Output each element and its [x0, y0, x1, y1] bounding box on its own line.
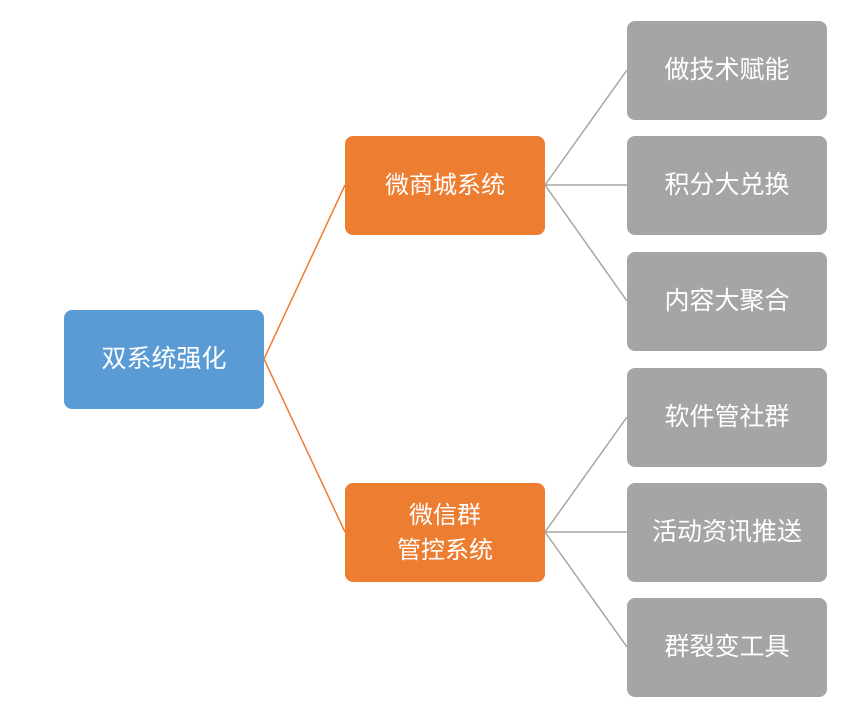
branch-node-label-line-2: 管控系统	[397, 535, 493, 564]
connector-branch-1-leaf-1	[544, 69, 628, 186]
leaf-node-label: 内容大聚合	[664, 286, 790, 316]
leaf-node: 做技术赋能	[627, 21, 827, 120]
leaf-node-label: 做技术赋能	[664, 55, 790, 85]
connector-root-branch-1	[263, 184, 346, 360]
leaf-node-label: 软件管社群	[664, 402, 790, 432]
branch-node-label: 微信群 管控系统	[397, 498, 493, 568]
leaf-node-label: 积分大兑换	[664, 170, 790, 200]
root-node: 双系统强化	[64, 310, 264, 409]
branch-node-label: 微商城系统	[385, 171, 505, 200]
connector-branch-2-leaf-3	[544, 531, 628, 648]
connector-branch-2-leaf-1	[544, 416, 628, 533]
leaf-node-label: 群裂变工具	[664, 632, 790, 662]
branch-node-mall-system: 微商城系统	[345, 136, 545, 235]
leaf-node: 群裂变工具	[627, 598, 827, 697]
connector-root-branch-2	[263, 358, 346, 533]
connector-branch-1-leaf-3	[544, 184, 628, 302]
leaf-node: 内容大聚合	[627, 252, 827, 351]
leaf-node: 软件管社群	[627, 368, 827, 467]
root-node-label: 双系统强化	[101, 344, 227, 374]
branch-node-wechat-group-system: 微信群 管控系统	[345, 483, 545, 582]
leaf-node: 活动资讯推送	[627, 483, 827, 582]
branch-node-label-line-1: 微信群	[409, 500, 481, 529]
leaf-node-label: 活动资讯推送	[651, 517, 802, 547]
leaf-node: 积分大兑换	[627, 136, 827, 235]
